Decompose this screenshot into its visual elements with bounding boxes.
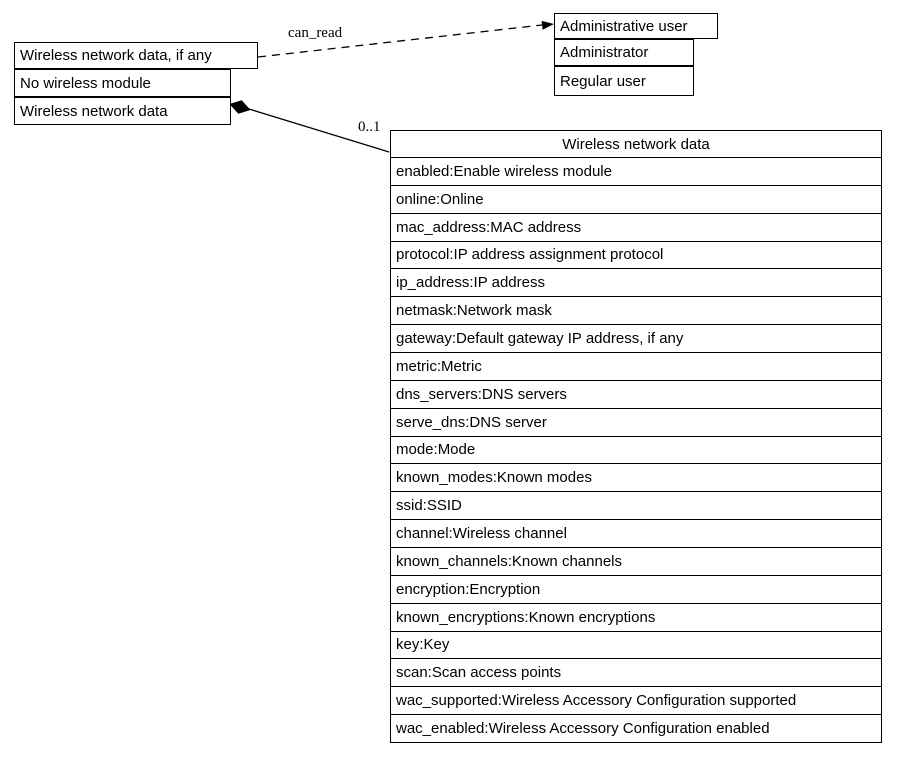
table-row-enabled: enabled:Enable wireless module <box>391 157 881 185</box>
table-row-known-modes: known_modes:Known modes <box>391 463 881 491</box>
node-administrative-user: Administrative user <box>554 13 718 39</box>
table-row-ssid: ssid:SSID <box>391 491 881 519</box>
edge-label-multiplicity: 0..1 <box>358 119 381 135</box>
table-row-gateway: gateway:Default gateway IP address, if a… <box>391 324 881 352</box>
table-title: Wireless network data <box>562 135 710 153</box>
table-row-dns-servers: dns_servers:DNS servers <box>391 379 881 408</box>
table-row-channel: channel:Wireless channel <box>391 519 881 547</box>
node-wireless-network-data: Wireless network data <box>14 97 231 125</box>
edge-label-can-read: can_read <box>288 25 343 41</box>
arrowhead-icon <box>541 20 554 30</box>
node-no-wireless-module: No wireless module <box>14 69 231 97</box>
table-row-netmask: netmask:Network mask <box>391 296 881 324</box>
node-regular-user: Regular user <box>554 66 694 96</box>
table-row-metric: metric:Metric <box>391 352 881 380</box>
table-row-key: key:Key <box>391 630 881 659</box>
node-wireless-network-data-if-any: Wireless network data, if any <box>14 42 258 69</box>
table-row-ip-address: ip_address:IP address <box>391 268 881 296</box>
table-row-known-channels: known_channels:Known channels <box>391 547 881 575</box>
table-row-wac-enabled: wac_enabled:Wireless Accessory Configura… <box>391 714 881 742</box>
table-row-protocol: protocol:IP address assignment protocol <box>391 240 881 269</box>
table-row-known-encryptions: known_encryptions:Known encryptions <box>391 602 881 631</box>
table-row-serve-dns: serve_dns:DNS server <box>391 407 881 436</box>
table-row-encryption: encryption:Encryption <box>391 574 881 603</box>
table-row-scan: scan:Scan access points <box>391 658 881 686</box>
table-row-mode: mode:Mode <box>391 435 881 464</box>
wireless-network-data-class-table: Wireless network data enabled:Enable wir… <box>390 130 882 743</box>
composition-diamond-icon <box>229 100 251 114</box>
table-row-wac-supported: wac_supported:Wireless Accessory Configu… <box>391 686 881 714</box>
table-row-mac-address: mac_address:MAC address <box>391 212 881 241</box>
table-row-online: online:Online <box>391 184 881 213</box>
node-administrator: Administrator <box>554 39 694 66</box>
